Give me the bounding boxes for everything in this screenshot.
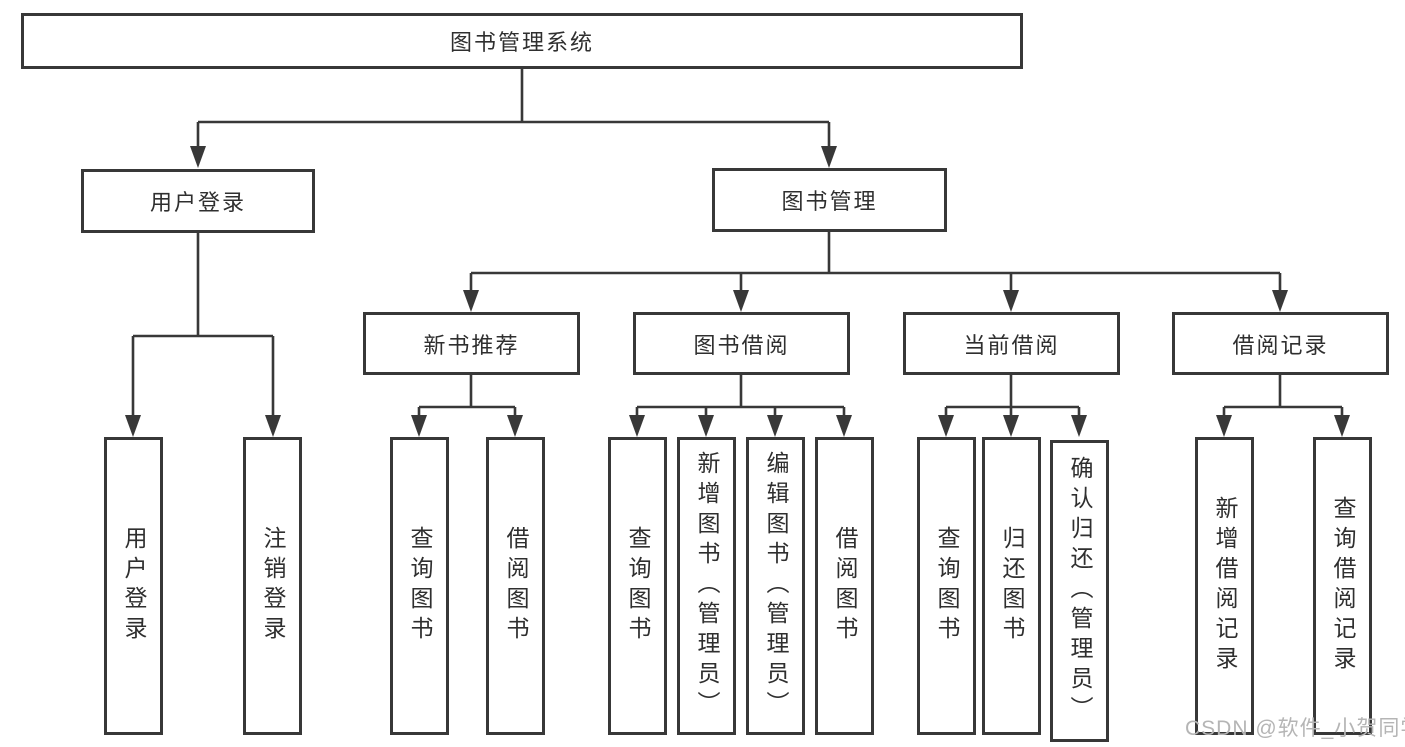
node-new-book-recommend: 新书推荐 [363, 312, 580, 375]
leaf-cb-confirm-return-admin: 确认归还（管理员） [1050, 440, 1109, 742]
node-user-login: 用户登录 [81, 169, 315, 233]
node-book-management: 图书管理 [712, 168, 947, 232]
leaf-cb-return-books: 归还图书 [982, 437, 1041, 735]
leaf-bb-add-books-admin: 新增图书（管理员） [677, 437, 736, 735]
node-book-borrowing: 图书借阅 [633, 312, 850, 375]
csdn-watermark: CSDN @软件_小贺同学 [1185, 717, 1405, 740]
leaf-bb-query-books: 查询图书 [608, 437, 667, 735]
leaf-nbr-borrow-books: 借阅图书 [486, 437, 545, 735]
leaf-bb-edit-books-admin: 编辑图书（管理员） [746, 437, 805, 735]
leaf-bb-borrow-books: 借阅图书 [815, 437, 874, 735]
leaf-br-query-record: 查询借阅记录 [1313, 437, 1372, 735]
leaf-logout-login: 注销登录 [243, 437, 302, 735]
node-borrowing-records: 借阅记录 [1172, 312, 1389, 375]
leaf-nbr-query-books: 查询图书 [390, 437, 449, 735]
leaf-cb-query-books: 查询图书 [917, 437, 976, 735]
node-library-management-system: 图书管理系统 [21, 13, 1023, 69]
leaf-user-login: 用户登录 [104, 437, 163, 735]
node-current-borrowing: 当前借阅 [903, 312, 1120, 375]
leaf-br-add-record: 新增借阅记录 [1195, 437, 1254, 735]
